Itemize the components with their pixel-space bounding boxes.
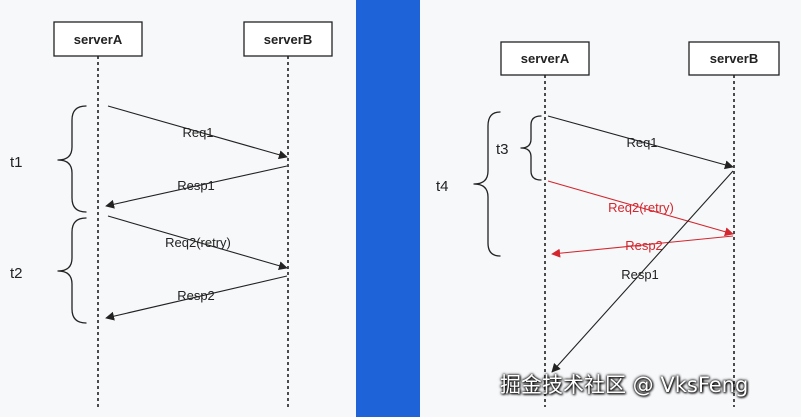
t3-brace <box>520 115 542 181</box>
right-resp2-arrow <box>551 235 734 258</box>
left-resp1-label: Resp1 <box>177 178 215 193</box>
left-resp2-arrow <box>105 275 288 321</box>
t1-label: t1 <box>10 154 23 171</box>
right-resp2-label: Resp2 <box>625 238 663 253</box>
t3-label: t3 <box>496 141 509 158</box>
right-req1-label: Req1 <box>626 135 657 150</box>
left-resp2-label: Resp2 <box>177 288 215 303</box>
watermark-text: 掘金技术社区 @ VksFeng <box>500 373 749 397</box>
right-req2-label: Req2(retry) <box>608 200 674 215</box>
t2-label: t2 <box>10 265 23 282</box>
t1-brace <box>57 105 87 213</box>
right-resp1-label: Resp1 <box>621 267 659 282</box>
left-req1-arrow <box>107 105 288 160</box>
t4-brace <box>473 111 501 257</box>
left-req1-label: Req1 <box>182 125 213 140</box>
right-serverA-label: serverA <box>521 51 570 66</box>
left-panel-background <box>0 0 356 417</box>
panel-divider <box>356 0 420 417</box>
right-serverB-label: serverB <box>710 51 758 66</box>
t4-label: t4 <box>436 178 449 195</box>
t2-brace <box>57 217 87 324</box>
left-serverB-label: serverB <box>264 32 312 47</box>
left-resp1-arrow <box>105 165 288 209</box>
right-req1-arrow <box>547 115 734 170</box>
left-serverB-box <box>243 21 333 57</box>
right-req2-arrow <box>547 180 734 237</box>
left-serverA-box <box>53 21 143 57</box>
right-resp1-arrow <box>551 170 734 373</box>
right-serverB-box <box>688 41 780 76</box>
right-serverA-box <box>500 41 590 76</box>
left-req2-arrow <box>107 215 288 271</box>
left-serverA-label: serverA <box>74 32 123 47</box>
left-req2-label: Req2(retry) <box>165 235 231 250</box>
